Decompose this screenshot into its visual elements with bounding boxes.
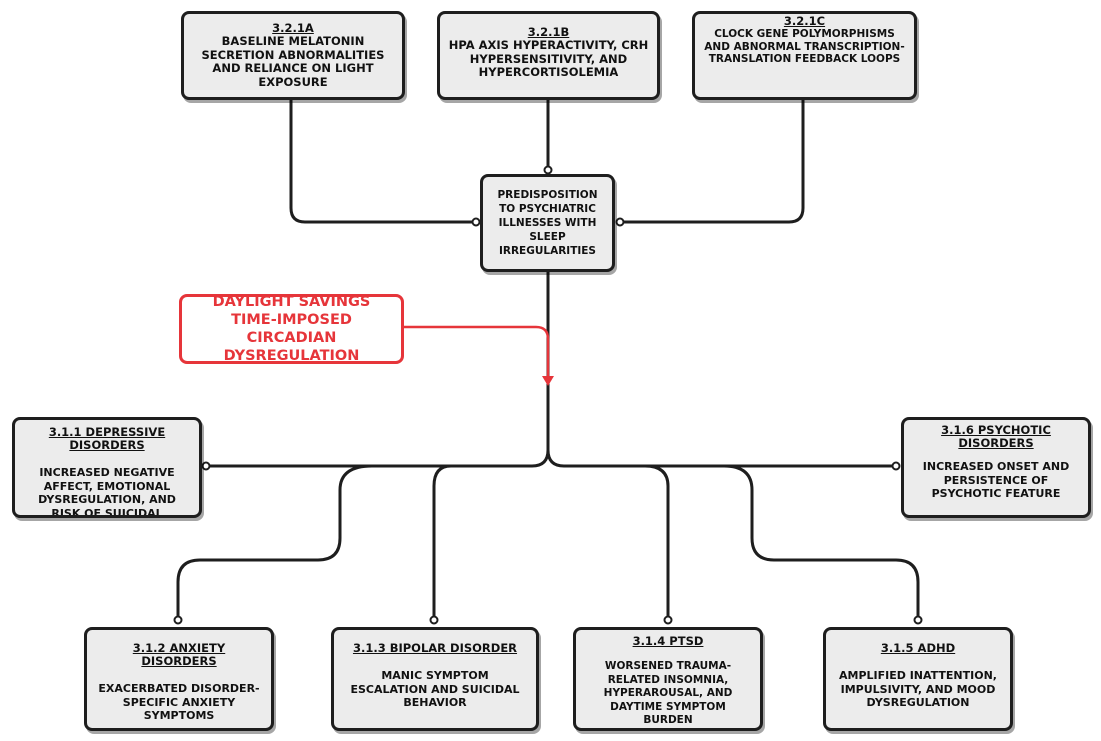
cause-text: BASELINE MELATONIN SECRETION ABNORMALITI…: [201, 34, 385, 89]
outcome-title: 3.1.4 PTSD: [632, 634, 704, 648]
outcome-box-ptsd: 3.1.4 PTSD WORSENED TRAUMA-RELATED INSOM…: [573, 627, 763, 731]
outcome-title: 3.1.5 ADHD: [880, 641, 956, 655]
junction-dot-ptsd: [663, 615, 673, 625]
junction-dot-adhd: [913, 615, 923, 625]
connector-to-anxiety: [176, 464, 374, 619]
outcome-title: 3.1.1 DEPRESSIVE DISORDERS: [48, 425, 166, 452]
outcome-box-bipolar: 3.1.3 BIPOLAR DISORDER MANIC SYMPTOM ESC…: [331, 627, 539, 731]
cause-box-clock-gene: 3.2.1C CLOCK GENE POLYMORPHISMS AND ABNO…: [692, 11, 917, 100]
outcome-text: MANIC SYMPTOM ESCALATION AND SUICIDAL BE…: [350, 669, 520, 709]
connector-left-branch: [206, 448, 550, 468]
cause-box-hpa-axis: 3.2.1B HPA AXIS HYPERACTIVITY, CRH HYPER…: [437, 11, 660, 100]
outcome-text: INCREASED ONSET AND PERSISTENCE OF PSYCH…: [922, 460, 1070, 500]
outcome-title: 3.1.6 PSYCHOTIC DISORDERS: [941, 423, 1051, 450]
connector-cause-a: [289, 98, 476, 224]
outcome-text: INCREASED NEGATIVE AFFECT, EMOTIONAL DYS…: [38, 466, 176, 518]
connector-to-bipolar: [432, 464, 453, 619]
outcome-text: WORSENED TRAUMA-RELATED INSOMNIA, HYPERA…: [603, 660, 733, 726]
trigger-arrow-head: [542, 376, 554, 386]
outcome-box-adhd: 3.1.5 ADHD AMPLIFIED INATTENTION, IMPULS…: [823, 627, 1013, 731]
center-text: PREDISPOSITION TO PSYCHIATRIC ILLNESSES …: [497, 189, 598, 257]
connector-cause-c: [620, 98, 805, 224]
outcome-title: 3.1.3 BIPOLAR DISORDER: [352, 641, 518, 655]
outcome-title: 3.1.2 ANXIETY DISORDERS: [132, 641, 226, 668]
junction-dot-depressive: [201, 461, 211, 471]
cause-id: 3.2.1A: [272, 21, 314, 35]
cause-text: HPA AXIS HYPERACTIVITY, CRH HYPERSENSITI…: [448, 38, 649, 79]
outcome-box-depressive: 3.1.1 DEPRESSIVE DISORDERS INCREASED NEG…: [12, 417, 202, 518]
junction-dot-anxiety: [173, 615, 183, 625]
outcome-text: EXACERBATED DISORDER-SPECIFIC ANXIETY SY…: [98, 682, 260, 722]
connector-right-branch: [546, 448, 895, 468]
cause-id: 3.2.1C: [783, 14, 826, 28]
cause-id: 3.2.1B: [527, 25, 570, 39]
junction-dot-bipolar: [429, 615, 439, 625]
trigger-dst-box: DAYLIGHT SAVINGS TIME-IMPOSED CIRCADIAN …: [179, 294, 404, 364]
outcome-box-anxiety: 3.1.2 ANXIETY DISORDERS EXACERBATED DISO…: [84, 627, 274, 731]
connector-to-ptsd: [643, 464, 670, 619]
trigger-arrow-line: [404, 325, 550, 377]
junction-dot-cause-b: [543, 165, 553, 175]
cause-text: CLOCK GENE POLYMORPHISMS AND ABNORMAL TR…: [704, 28, 905, 65]
junction-dot-center-right: [615, 217, 625, 227]
outcome-box-psychotic: 3.1.6 PSYCHOTIC DISORDERS INCREASED ONSE…: [901, 417, 1091, 518]
trigger-text: DAYLIGHT SAVINGS TIME-IMPOSED CIRCADIAN …: [212, 294, 371, 364]
junction-dot-psychotic: [891, 461, 901, 471]
connector-to-adhd: [722, 464, 920, 619]
center-predisposition-box: PREDISPOSITION TO PSYCHIATRIC ILLNESSES …: [480, 174, 615, 272]
cause-box-melatonin: 3.2.1A BASELINE MELATONIN SECRETION ABNO…: [181, 11, 405, 100]
junction-dot-center-left: [471, 217, 481, 227]
outcome-text: AMPLIFIED INATTENTION, IMPULSIVITY, AND …: [839, 669, 997, 709]
